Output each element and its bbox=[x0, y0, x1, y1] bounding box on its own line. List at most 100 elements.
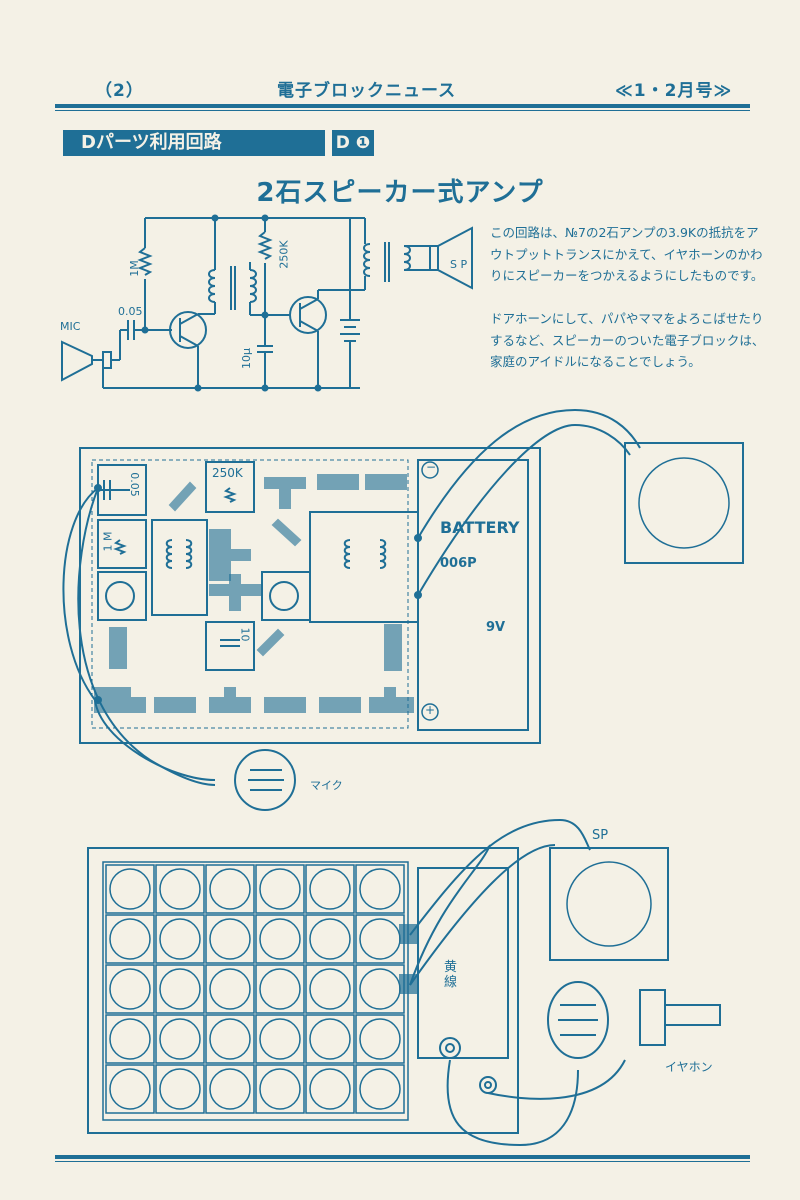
interstage-transformer bbox=[208, 269, 216, 303]
jack-2 bbox=[479, 1076, 497, 1094]
speaker-unit-bottom bbox=[549, 847, 669, 961]
speaker-wire-1 bbox=[417, 408, 641, 539]
grid-block-disc bbox=[159, 918, 201, 960]
block-board-outline bbox=[87, 847, 519, 1134]
header-rule-thin bbox=[55, 110, 750, 111]
grid-block bbox=[355, 1064, 405, 1114]
grid-block-disc bbox=[359, 968, 401, 1010]
grid-block bbox=[305, 964, 355, 1014]
grid-block bbox=[105, 964, 155, 1014]
board-outline bbox=[79, 447, 541, 744]
grid-block-disc bbox=[309, 1018, 351, 1060]
yellow-wire-label: 黄線 bbox=[444, 960, 458, 990]
grid-block-disc bbox=[309, 868, 351, 910]
mic-label: マイク bbox=[310, 779, 343, 792]
block-transistor-2 bbox=[261, 571, 311, 621]
schematic-c1-label: 0.05 bbox=[118, 305, 143, 318]
resistor-250k bbox=[257, 231, 273, 260]
grid-block bbox=[155, 1014, 205, 1064]
grid-block-disc bbox=[359, 918, 401, 960]
grid-block-disc bbox=[159, 868, 201, 910]
grid-block bbox=[355, 964, 405, 1014]
description-paragraph-1: この回路は、№7の2石アンプの3.9Kの抵抗をアウトプットトランスにかえて、イヤ… bbox=[490, 225, 764, 283]
grid-block-disc bbox=[259, 1018, 301, 1060]
section-code: D ❶ bbox=[332, 130, 374, 156]
grid-block-disc bbox=[109, 968, 151, 1010]
jack-1 bbox=[439, 1037, 461, 1059]
footer-rule-thin bbox=[55, 1161, 750, 1162]
grid-block bbox=[305, 1014, 355, 1064]
grid-block-disc bbox=[159, 968, 201, 1010]
grid-block-disc bbox=[109, 1068, 151, 1110]
grid-block bbox=[255, 1014, 305, 1064]
grid-block bbox=[155, 1064, 205, 1114]
mic-unit bbox=[234, 749, 296, 811]
bottom-mic-unit bbox=[547, 981, 609, 1059]
footer-rule bbox=[55, 1155, 750, 1159]
grid-block-disc bbox=[159, 1068, 201, 1110]
grid-block-disc bbox=[109, 868, 151, 910]
grid-block-disc bbox=[209, 1068, 251, 1110]
resistor-1m bbox=[137, 247, 153, 276]
grid-block-disc bbox=[259, 868, 301, 910]
grid-block-disc bbox=[109, 1018, 151, 1060]
mic-wire-1 bbox=[62, 487, 99, 701]
battery-voltage-label: 9V bbox=[486, 620, 506, 635]
grid-block-disc bbox=[259, 918, 301, 960]
grid-block bbox=[205, 864, 255, 914]
grid-block-disc bbox=[359, 1018, 401, 1060]
header-rule bbox=[55, 104, 750, 108]
earphone-unit bbox=[639, 989, 666, 1046]
block-transformer bbox=[151, 519, 208, 616]
battery-plus-label: + bbox=[425, 703, 436, 717]
page-header: （2） 電子ブロックニュース ≪1・2月号≫ bbox=[55, 72, 750, 102]
grid-block bbox=[105, 914, 155, 964]
page-number: （2） bbox=[95, 81, 144, 101]
grid-block-disc bbox=[209, 868, 251, 910]
transistor-1 bbox=[169, 311, 207, 349]
battery-compartment bbox=[417, 867, 509, 1059]
grid-block bbox=[205, 964, 255, 1014]
block-vr-250k bbox=[205, 461, 255, 513]
grid-block-disc bbox=[259, 1068, 301, 1110]
grid-block bbox=[305, 1064, 355, 1114]
grid-block-disc bbox=[359, 1068, 401, 1110]
schematic-mic-label: MIC bbox=[60, 320, 81, 333]
grid-block bbox=[205, 1064, 255, 1114]
grid-block-disc bbox=[209, 968, 251, 1010]
grid-block-disc bbox=[309, 1068, 351, 1110]
grid-block bbox=[155, 964, 205, 1014]
grid-block bbox=[105, 1014, 155, 1064]
earphone-label: イヤホン bbox=[665, 1060, 713, 1074]
schematic-sp-label: S P bbox=[450, 258, 468, 271]
bottom-speaker-wire-1 bbox=[409, 818, 591, 936]
earphone-wire-1 bbox=[446, 1059, 579, 1147]
speaker-wire-2 bbox=[417, 423, 631, 596]
grid-block-disc bbox=[109, 918, 151, 960]
output-transformer bbox=[363, 243, 371, 277]
grid-block-disc bbox=[309, 968, 351, 1010]
block-output-transformer bbox=[343, 539, 351, 569]
grid-block-disc bbox=[159, 1018, 201, 1060]
battery-model-label: 006P bbox=[440, 556, 477, 571]
grid-block-disc bbox=[359, 868, 401, 910]
grid-block bbox=[255, 914, 305, 964]
grid-block bbox=[105, 864, 155, 914]
speaker-unit-middle bbox=[624, 442, 744, 564]
grid-block bbox=[255, 964, 305, 1014]
grid-block bbox=[105, 1064, 155, 1114]
grid-block bbox=[155, 864, 205, 914]
grid-block bbox=[305, 864, 355, 914]
wiring-vr-label: 250K bbox=[212, 466, 243, 480]
grid-block bbox=[155, 914, 205, 964]
mic-symbol bbox=[61, 340, 93, 382]
battery-label: BATTERY bbox=[440, 518, 520, 537]
grid-block bbox=[355, 914, 405, 964]
transistor-2 bbox=[289, 296, 327, 334]
page-title: 2石スピーカー式アンプ bbox=[256, 178, 544, 208]
bottom-speaker-label: SP bbox=[592, 828, 609, 843]
battery-minus-label: − bbox=[426, 460, 437, 474]
